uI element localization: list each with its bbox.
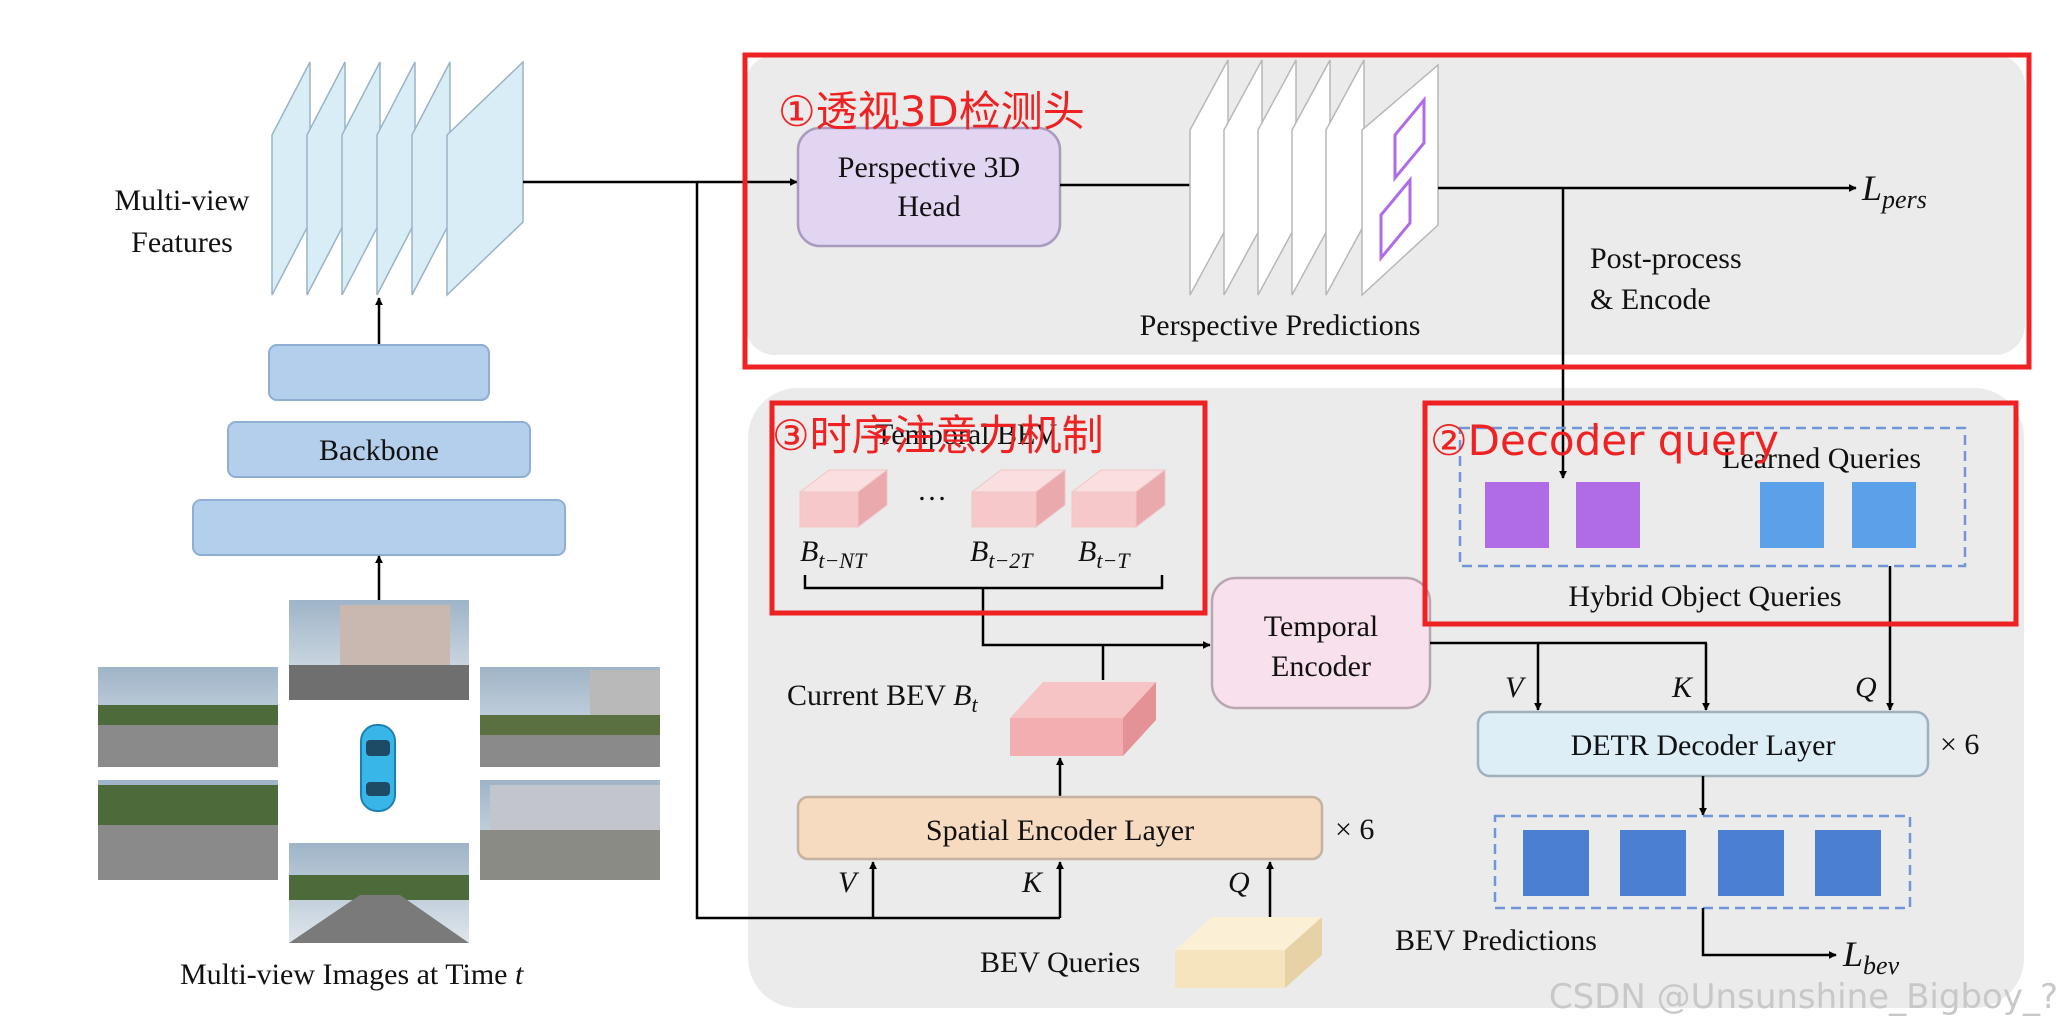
multiview-features-stack [271, 60, 524, 297]
camera-front-left [98, 667, 278, 767]
detr-times-6: × 6 [1940, 728, 1979, 761]
query-blue-2 [1852, 482, 1916, 548]
multiview-images-label: Multi-view Images at Time t [180, 958, 524, 991]
backbone-layer-mid [227, 421, 531, 478]
prediction-square-2 [1620, 830, 1686, 896]
watermark: CSDN @Unsunshine_Bigboy_? [1549, 977, 2058, 1017]
bev-predictions-label: BEV Predictions [1395, 924, 1597, 957]
current-bev-cube [1010, 682, 1156, 756]
bev-predictions-box [1493, 814, 1912, 910]
learned-queries-label: Learned Queries [1722, 442, 1921, 475]
temporal-bev-cubes [798, 468, 1167, 529]
detr-decoder-label: DETR Decoder Layer [1571, 729, 1836, 762]
camera-back [289, 843, 469, 943]
backbone-label: Backbone [319, 434, 439, 467]
temporal-bev-brace [803, 575, 1210, 645]
bev-queries-label: BEV Queries [980, 946, 1140, 979]
v-spatial-label: V [838, 866, 860, 899]
arrow-to-l-bev [1701, 908, 1837, 959]
multiview-features-label-2: Features [131, 226, 233, 259]
l-pers-label: Lpers [1861, 168, 1927, 214]
annotation-temporal-attention: ③时序注意力机制 [772, 411, 1104, 460]
post-process-label-2: & Encode [1590, 283, 1711, 316]
query-purple-2 [1576, 482, 1640, 548]
prediction-box-1 [1393, 95, 1426, 183]
hybrid-queries-box [1458, 426, 1967, 568]
backbone-layer-top [268, 344, 490, 401]
k-detr-label: K [1671, 671, 1694, 704]
q-spatial-label: Q [1228, 866, 1250, 899]
multiview-features-label-1: Multi-view [115, 184, 250, 217]
perspective-predictions-label: Perspective Predictions [1140, 309, 1421, 342]
b-t-nt-label: Bt−NT [800, 535, 868, 573]
backbone-layer-bottom [192, 499, 566, 556]
k-spatial-label: K [1021, 866, 1044, 899]
prediction-square-1 [1523, 830, 1589, 896]
temporal-encoder-label-2: Encoder [1271, 650, 1371, 683]
spatial-encoder-layer [796, 795, 1324, 861]
bev-cube-t-nt [798, 468, 889, 529]
perspective-head-label-1: Perspective 3D [838, 151, 1020, 184]
hybrid-queries-label: Hybrid Object Queries [1568, 580, 1841, 613]
camera-back-left [98, 780, 278, 880]
camera-front [289, 600, 469, 700]
ego-car-icon [360, 724, 396, 812]
annotation-perspective-head: ①透视3D检测头 [778, 87, 1085, 136]
temporal-bev-label: Temporal BEV [875, 418, 1057, 451]
query-purple-1 [1485, 482, 1549, 548]
prediction-box-2 [1379, 175, 1412, 263]
b-t-t-label: Bt−T [1078, 535, 1131, 573]
l-bev-label: Lbev [1842, 934, 1900, 980]
annotation-box-decoder-query [1422, 400, 2019, 627]
bev-cube-t-2t [970, 468, 1067, 529]
b-t-2t-label: Bt−2T [970, 535, 1034, 573]
bev-cube-t-t [1070, 468, 1167, 529]
current-bev-label: Current BEV Bt [787, 679, 978, 717]
bev-queries-cube [1175, 917, 1322, 988]
prediction-square-4 [1815, 830, 1881, 896]
camera-back-right [480, 780, 660, 880]
camera-images [98, 600, 660, 943]
temporal-encoder [1210, 576, 1432, 710]
perspective-3d-head [796, 126, 1062, 248]
camera-front-right [480, 667, 660, 767]
v-detr-label: V [1505, 671, 1527, 704]
spatial-times-6: × 6 [1335, 813, 1374, 846]
q-detr-label: Q [1855, 671, 1877, 704]
line-features-to-spatial [695, 182, 1060, 920]
perspective-head-label-2: Head [897, 190, 960, 223]
spatial-encoder-label: Spatial Encoder Layer [926, 814, 1194, 847]
annotation-decoder-query: ②Decoder query [1430, 416, 1779, 465]
annotation-box-perspective-head [742, 52, 2032, 370]
prediction-square-3 [1718, 830, 1784, 896]
temporal-ellipsis: … [917, 474, 947, 507]
query-blue-1 [1760, 482, 1824, 548]
annotation-box-temporal [769, 400, 1208, 616]
temporal-encoder-label-1: Temporal [1264, 610, 1379, 643]
post-process-label-1: Post-process [1590, 242, 1742, 275]
